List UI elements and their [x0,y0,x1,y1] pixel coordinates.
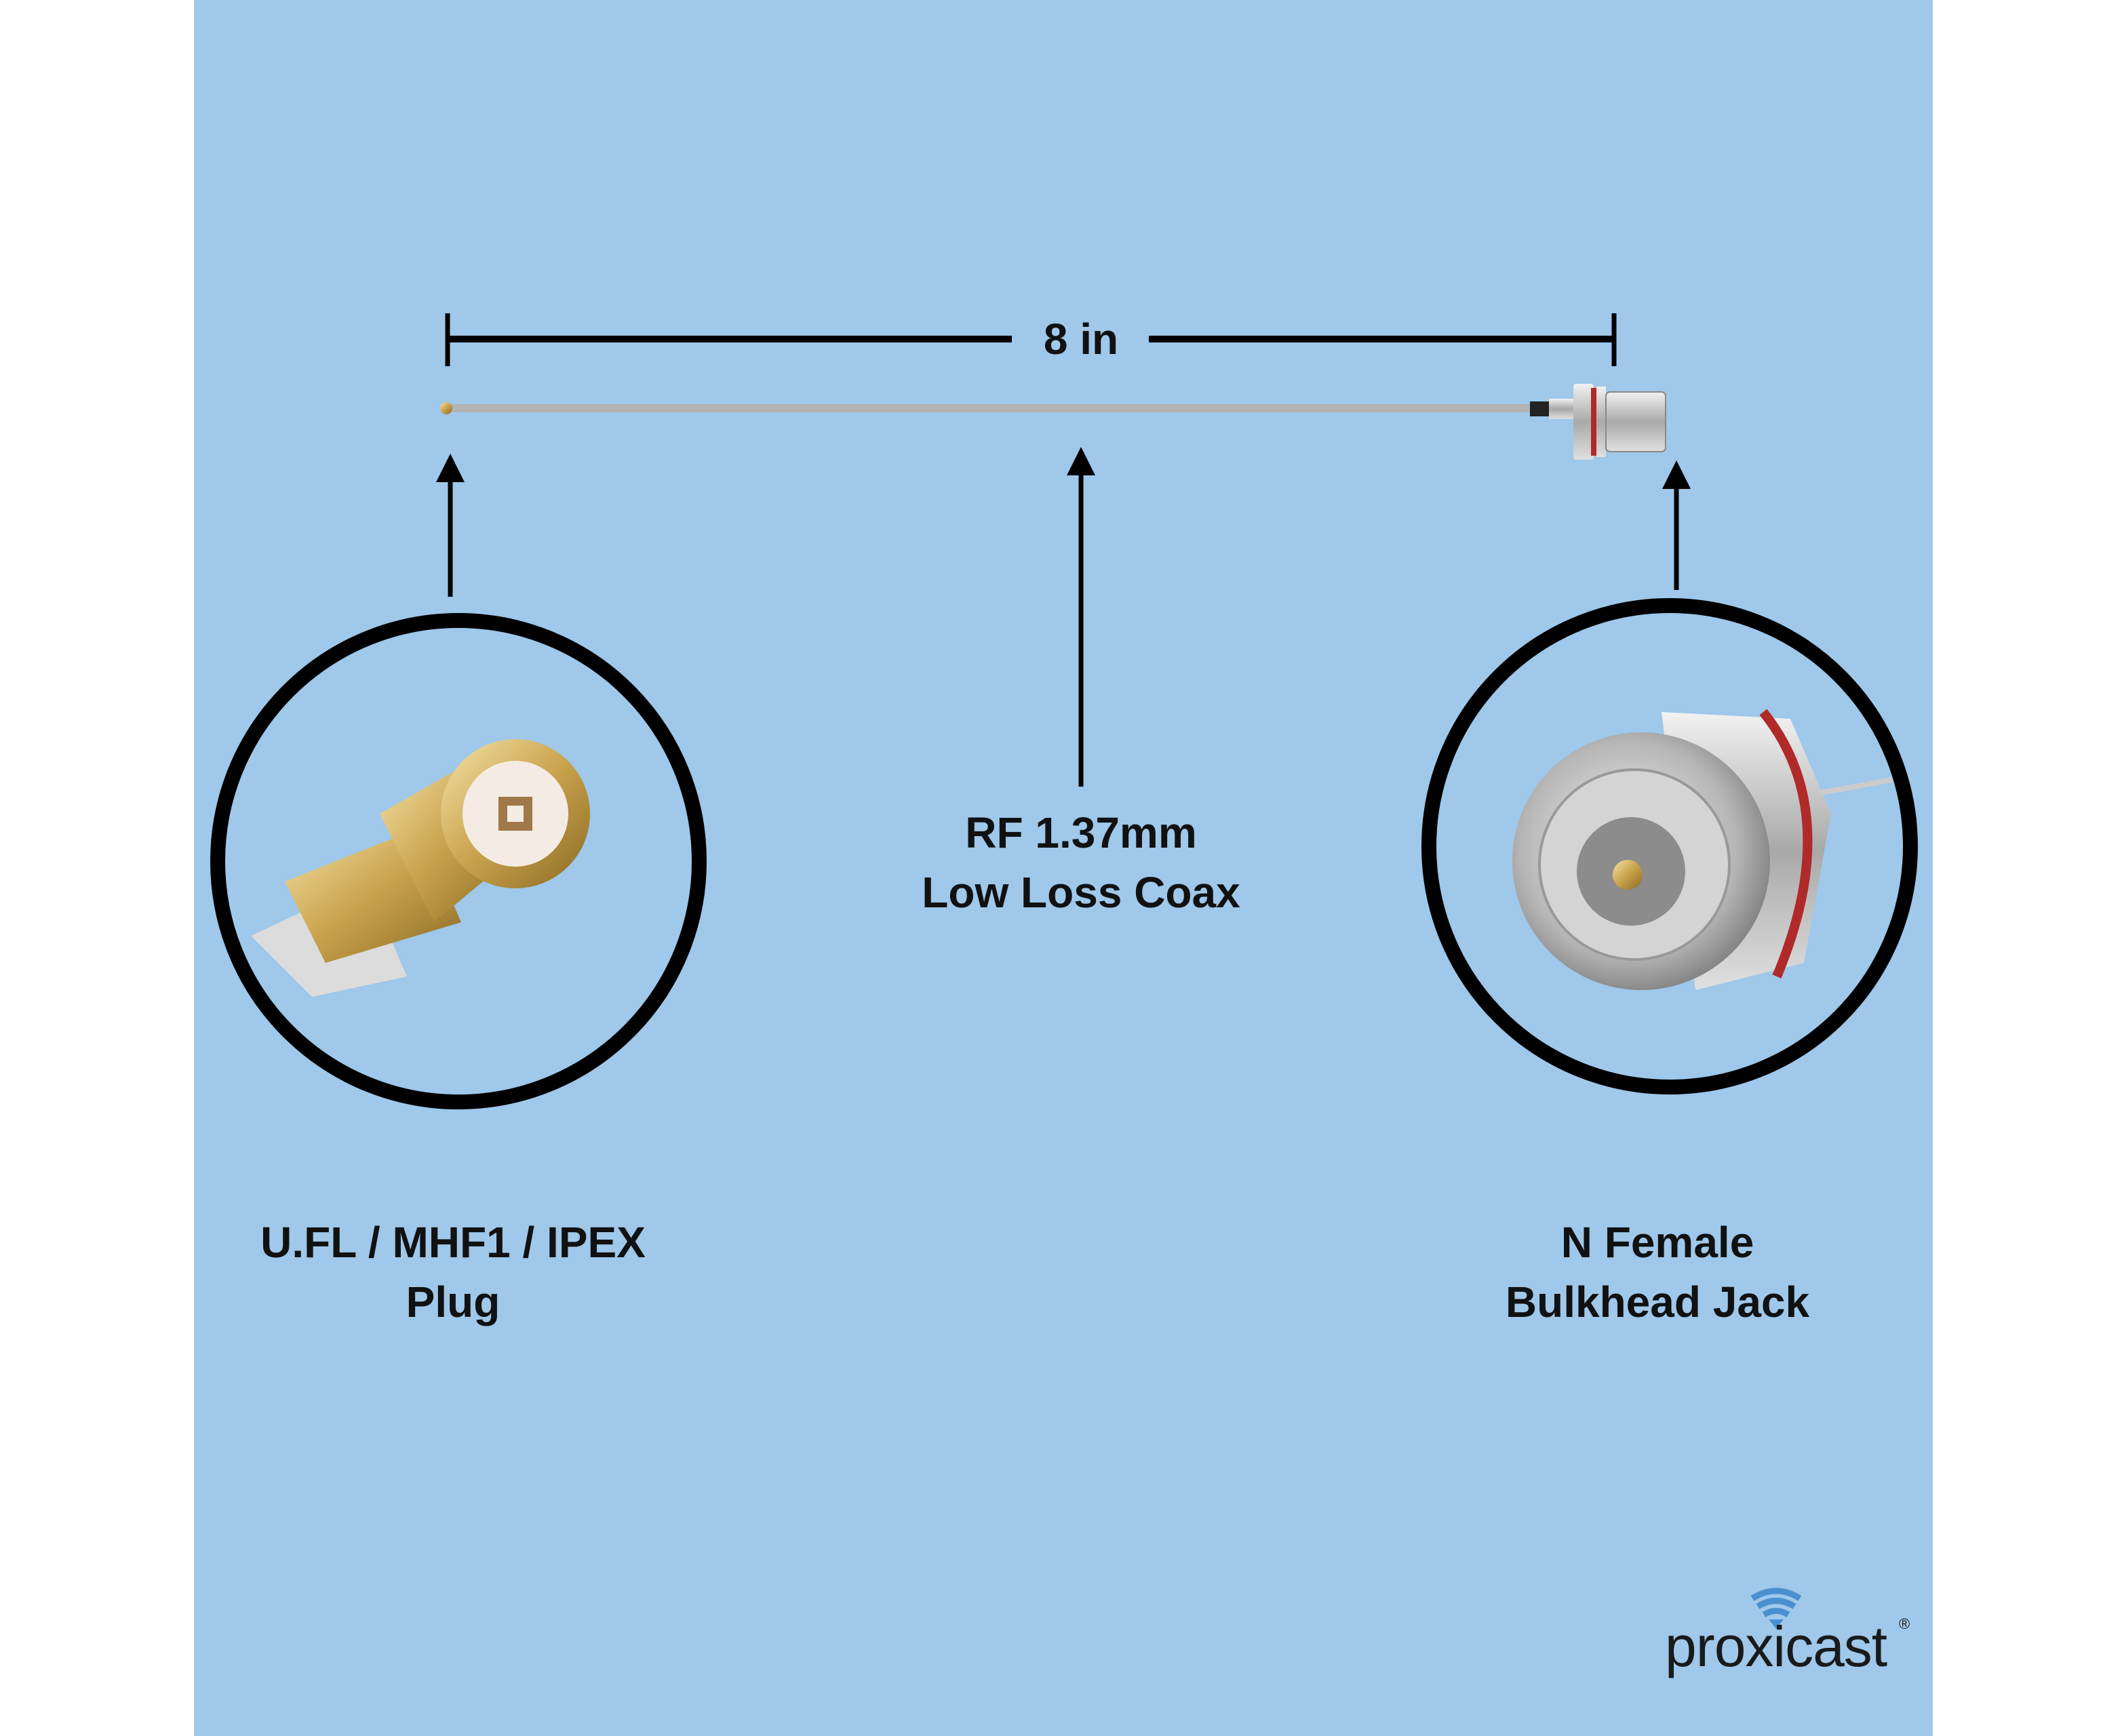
wifi-logo-icon [1750,1587,1802,1629]
coax-cable [440,384,1666,460]
right-connector-line1: N Female [1560,1218,1754,1267]
left-connector-label: U.FL / MHF1 / IPEX Plug [260,1212,646,1332]
n-female-closeup [1421,598,1918,1094]
brand-name: proxicast [1665,1615,1887,1678]
left-connector-line2: Plug [406,1278,500,1326]
ufl-plug-small [440,402,452,414]
proxicast-logo: proxicast ® [1665,1587,1923,1682]
right-connector-line2: Bulkhead Jack [1505,1278,1810,1326]
ufl-plug-closeup [210,613,707,1109]
right-connector-label: N Female Bulkhead Jack [1506,1212,1809,1332]
length-label: 8 in [1043,315,1119,363]
registered-mark: ® [1899,1615,1910,1632]
cable-label-line2: Low Loss Coax [922,868,1240,917]
cable-label-line1: RF 1.37mm [965,808,1197,857]
cable-label: RF 1.37mm Low Loss Coax [922,803,1240,922]
dimension-line [445,313,1617,366]
left-connector-line1: U.FL / MHF1 / IPEX [260,1218,646,1267]
